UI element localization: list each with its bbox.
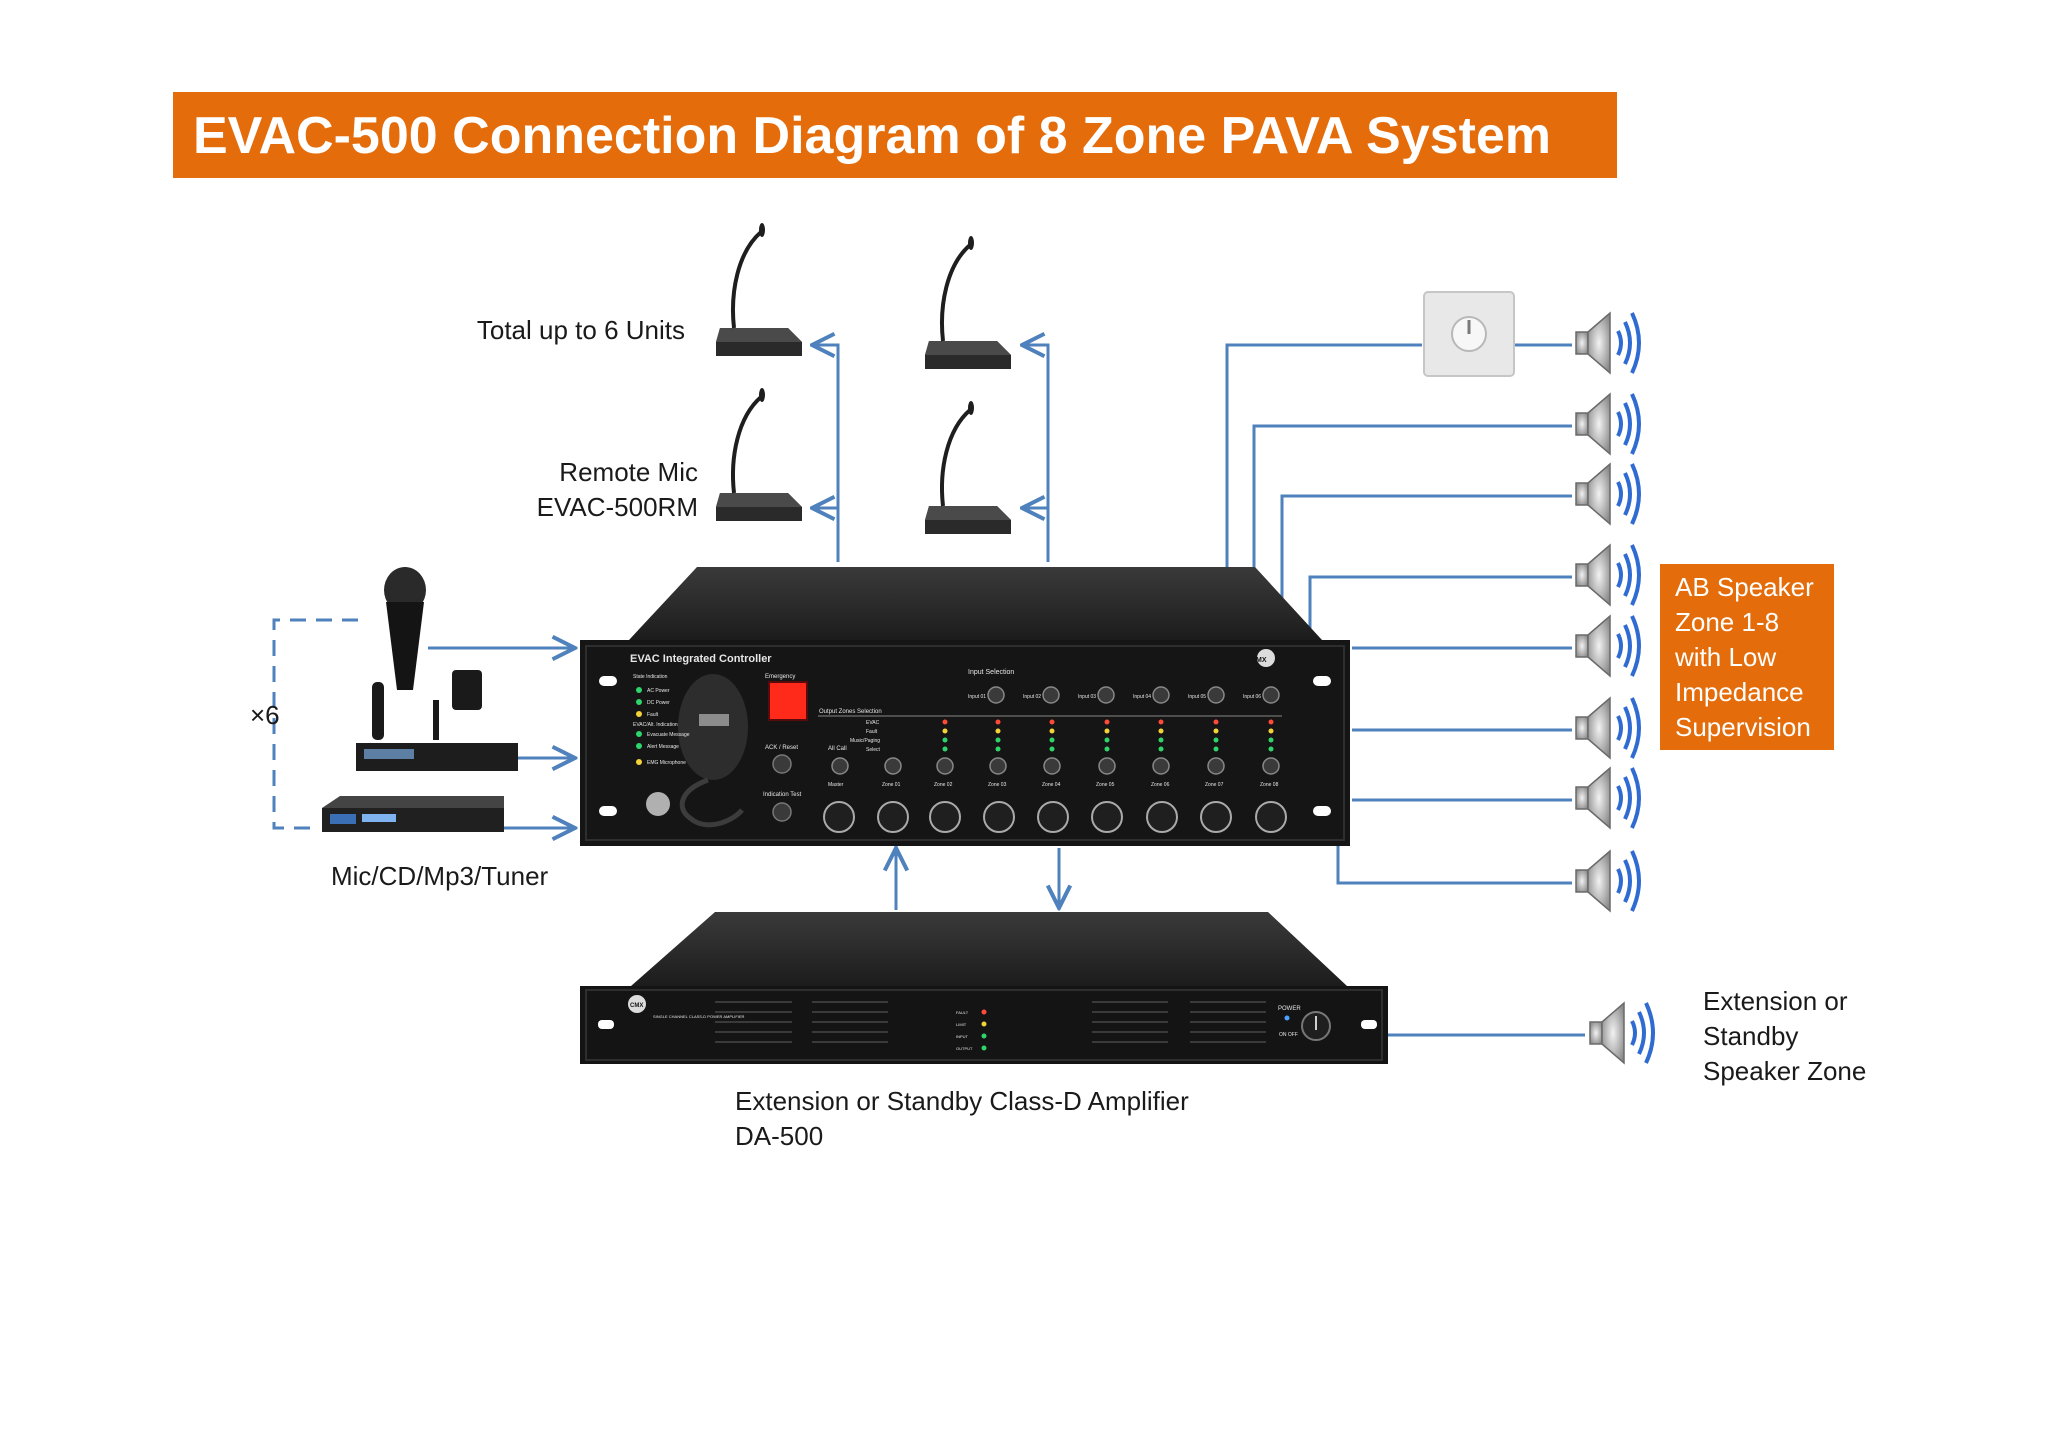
zone-status-2: Fault [866, 729, 878, 735]
evac-controller [580, 567, 1350, 846]
output-zones-label: Output Zones Selection [819, 709, 882, 715]
evac-item-1: Evacuate Message [647, 732, 690, 738]
input-selection-label: Input Selection [968, 669, 1014, 676]
multiplier-label: ×6 [250, 700, 280, 730]
ab-speaker-zone-note: AB Speaker Zone 1-8 with Low Impedance S… [1660, 564, 1834, 750]
speaker-7-icon [1574, 766, 1641, 830]
amplifier-model-label: DA-500 [735, 1121, 824, 1151]
evac-item-2: Alert Message [647, 744, 679, 750]
zone-status-1: EVAC [866, 720, 880, 726]
knob-label-1: Master [828, 782, 844, 788]
amplifier-label: Extension or Standby Class-D Amplifier [735, 1086, 1189, 1116]
title-banner: EVAC-500 Connection Diagram of 8 Zone PA… [173, 92, 1617, 178]
speaker-5-icon [1574, 614, 1641, 678]
knob-label-9: Zone 08 [1260, 782, 1279, 788]
ab-box-line-4: Impedance [1675, 677, 1804, 707]
input-label-2: Input 02 [1023, 694, 1041, 700]
remote-mic-1 [714, 221, 804, 358]
ab-box-line-1: AB Speaker [1675, 572, 1814, 602]
state-item-1: AC Power [647, 688, 670, 694]
emergency-label: Emergency [765, 674, 795, 680]
extension-speaker-label-2: Standby [1703, 1021, 1799, 1051]
cd-mp3-player [322, 796, 504, 832]
knob-label-5: Zone 04 [1042, 782, 1061, 788]
amp-indicator-2: LIMIT [956, 1022, 967, 1027]
zone-volume-knobs [823, 801, 1287, 833]
ab-box-line-3: with Low [1675, 642, 1777, 672]
remote-mic-label: Remote Mic [559, 457, 698, 487]
ab-box-line-2: Zone 1-8 [1675, 607, 1780, 637]
da-500-amplifier [580, 912, 1388, 1064]
speaker-8-icon [1574, 849, 1641, 913]
amp-brand: CMX [630, 1003, 643, 1009]
amp-indicator-1: FAULT [956, 1010, 969, 1015]
state-indication-label: State Indication [633, 674, 668, 680]
input-label-5: Input 05 [1188, 694, 1206, 700]
amp-model-text: SINGLE CHANNEL CLASS-D POWER AMPLIFIER [653, 1014, 745, 1019]
knob-label-4: Zone 03 [988, 782, 1007, 788]
extension-speaker-icon [1588, 1001, 1655, 1065]
speaker-1-icon [1574, 311, 1641, 375]
handheld-microphone [384, 567, 426, 690]
ab-box-line-5: Supervision [1675, 712, 1811, 742]
state-leds [636, 687, 642, 765]
evac-indication-label: EVAC/Alt. Indication [633, 722, 678, 728]
amp-on-off-label: ON OFF [1279, 1032, 1298, 1038]
input-label-6: Input 06 [1243, 694, 1261, 700]
input-label-3: Input 03 [1078, 694, 1096, 700]
knob-label-6: Zone 05 [1096, 782, 1115, 788]
speaker-3-icon [1574, 462, 1641, 526]
indication-test-label: Indication Test [763, 792, 802, 798]
speaker-4-icon [1574, 543, 1641, 607]
volume-control [1423, 291, 1515, 377]
speaker-2-icon [1574, 392, 1641, 456]
dashed-bracket [272, 618, 358, 830]
extension-speaker-label-1: Extension or [1703, 986, 1848, 1016]
knob-label-3: Zone 02 [934, 782, 953, 788]
total-units-label: Total up to 6 Units [476, 315, 685, 345]
remote-mic-4 [923, 399, 1013, 536]
state-item-2: DC Power [647, 700, 670, 706]
remote-mic-2 [923, 234, 1013, 371]
wireless-mic-receiver [356, 670, 518, 771]
amp-indicator-4: OUTPUT [956, 1046, 973, 1051]
zone-status-leds [942, 719, 1274, 752]
input-selection-buttons [987, 686, 1280, 704]
extension-speaker-label-3: Speaker Zone [1703, 1056, 1867, 1086]
zone-status-4: Select [866, 747, 881, 753]
input-label-1: Input 01 [968, 694, 986, 700]
knob-label-8: Zone 07 [1205, 782, 1224, 788]
amp-indicator-3: INPUT [956, 1034, 969, 1039]
remote-mic-model-label: EVAC-500RM [536, 492, 698, 522]
zone-status-3: Music/Paging [850, 738, 880, 744]
all-call-label: All Call [828, 746, 847, 752]
state-item-3: Fault [647, 712, 659, 718]
controller-brand: CMX [1251, 657, 1267, 664]
sources-label: Mic/CD/Mp3/Tuner [331, 861, 549, 891]
hand-microphone [678, 674, 748, 828]
ack-reset-label: ACK / Reset [765, 745, 798, 751]
zone-buttons [831, 757, 1280, 775]
amp-power-label: POWER [1278, 1006, 1301, 1012]
page-title: EVAC-500 Connection Diagram of 8 Zone PA… [193, 107, 1552, 165]
emg-microphone-label: EMG Microphone [647, 760, 686, 766]
knob-label-7: Zone 06 [1151, 782, 1170, 788]
knob-label-2: Zone 01 [882, 782, 901, 788]
input-label-4: Input 04 [1133, 694, 1151, 700]
speaker-6-icon [1574, 696, 1641, 760]
remote-mic-3 [714, 386, 804, 523]
controller-name: EVAC Integrated Controller [630, 653, 772, 665]
